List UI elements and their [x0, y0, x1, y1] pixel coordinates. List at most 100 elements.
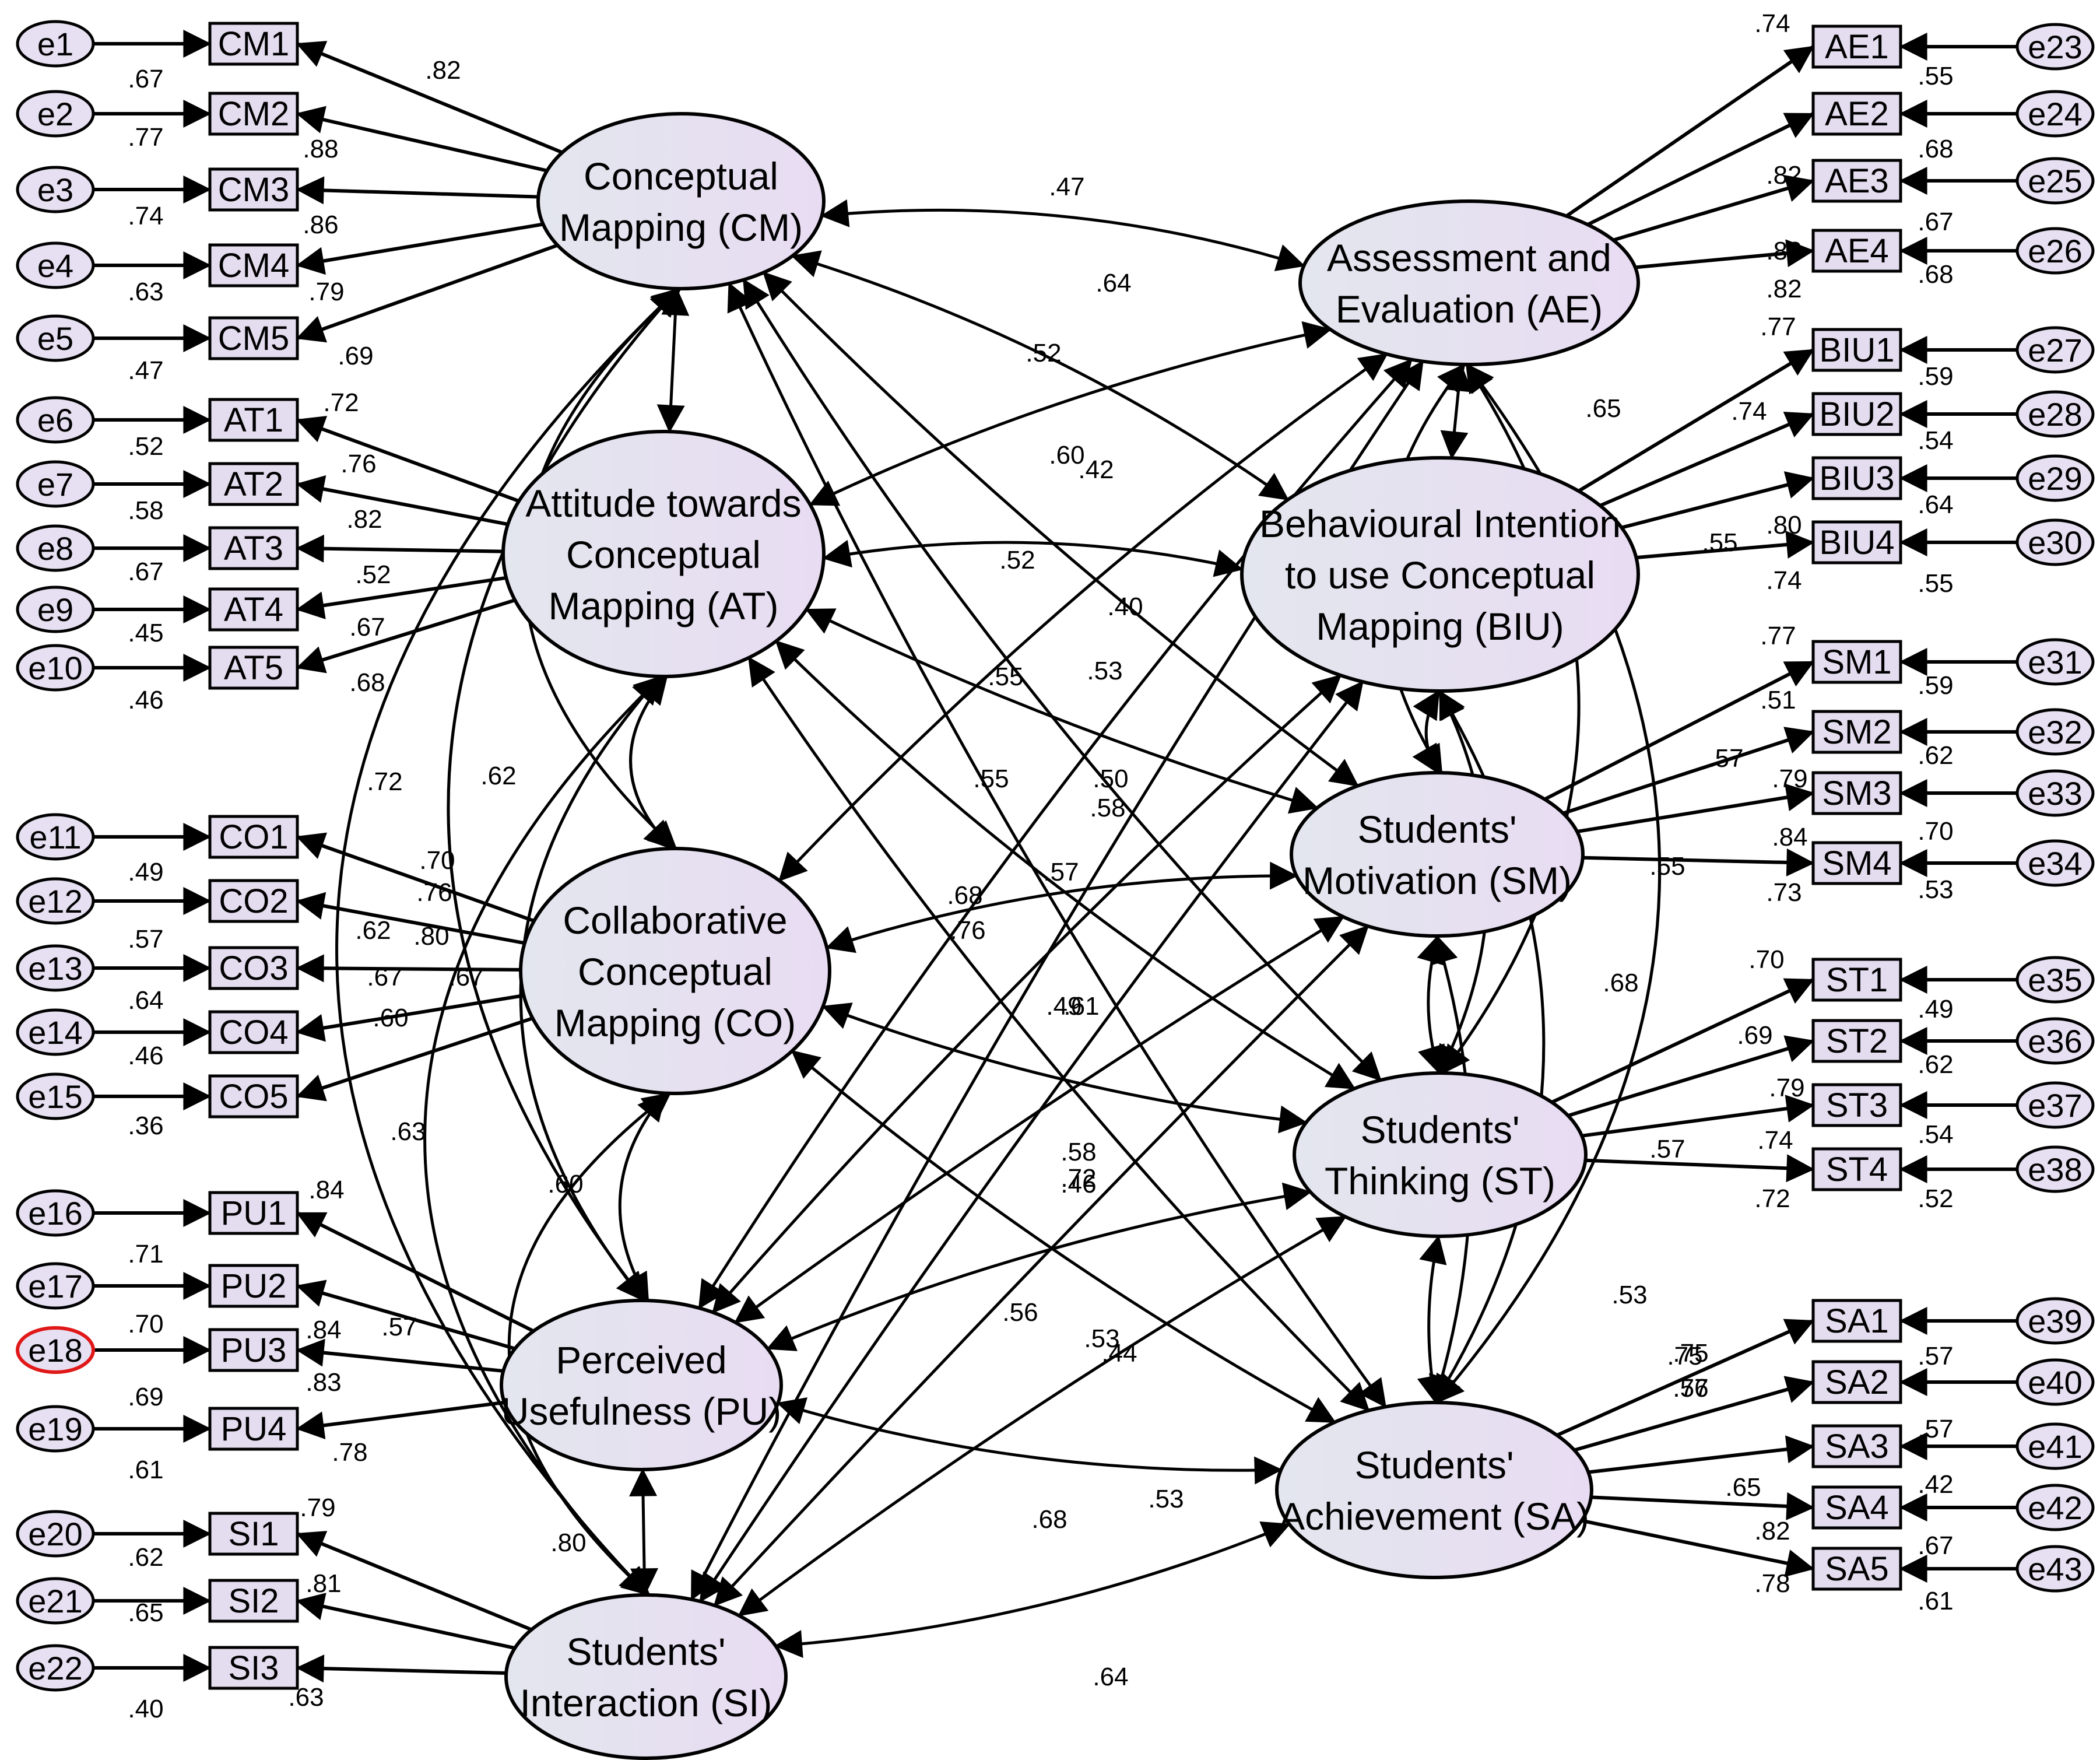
error-e41: e41 — [2015, 1422, 2095, 1470]
error-label: e39 — [2028, 1303, 2082, 1340]
error-label: e22 — [28, 1650, 82, 1687]
loading-arrows — [93, 30, 2017, 1683]
indicator-label: ST4 — [1826, 1151, 1888, 1188]
loading-co-co1 — [296, 832, 535, 923]
covariance-cm-biu — [791, 250, 1290, 501]
error-e19: e19 — [16, 1405, 95, 1453]
loading-at-at1 — [296, 416, 520, 503]
path-coefficient: .53 — [1611, 1281, 1647, 1309]
error-e40: e40 — [2015, 1358, 2095, 1406]
path-coefficient: .67 — [349, 613, 385, 641]
path-coefficient: .82 — [425, 56, 461, 85]
indicator-sm4: SM4 — [1811, 841, 1902, 885]
path-coefficient: .46 — [128, 1042, 163, 1070]
path-coefficient: .67 — [1918, 1531, 1953, 1560]
error-label: e29 — [2028, 460, 2082, 497]
indicator-label: AE2 — [1825, 95, 1889, 133]
error-e14: e14 — [16, 1008, 95, 1056]
path-coefficient: .58 — [1090, 794, 1125, 822]
covariance-cm-ae — [820, 199, 1305, 272]
latent-st: Students'Thinking (ST) — [1293, 1071, 1588, 1238]
loading-co-co3 — [296, 954, 521, 983]
error-label: e37 — [2028, 1087, 2082, 1124]
loading-biu-biu4 — [1636, 530, 1815, 560]
error-e4: e4 — [16, 241, 95, 289]
path-coefficient: .53 — [1148, 1485, 1184, 1513]
path-coefficient: .72 — [1060, 1164, 1096, 1193]
indicator-label: BIU4 — [1820, 524, 1895, 562]
covariance-cm-at — [656, 287, 690, 433]
indicator-label: PU1 — [221, 1194, 287, 1232]
indicator-pu3: PU3 — [208, 1328, 299, 1372]
loading-pu-pu1 — [296, 1211, 535, 1333]
error-label: e15 — [28, 1078, 82, 1115]
indicator-sa5: SA5 — [1811, 1547, 1902, 1591]
loading-biu-biu2 — [1599, 411, 1815, 507]
latent-label-line: Students' — [566, 1630, 725, 1673]
loading-biu-biu3 — [1621, 471, 1815, 530]
error-label: e9 — [37, 591, 73, 628]
path-coefficient: .75 — [1673, 1339, 1708, 1368]
path-coefficient: .52 — [1918, 1184, 1953, 1213]
path-coefficient: .42 — [1078, 455, 1114, 484]
path-coefficient: .82 — [1754, 1517, 1790, 1545]
path-coefficient: .68 — [1031, 1505, 1067, 1534]
loading-si-si1 — [296, 1531, 532, 1632]
indicator-co5: CO5 — [208, 1074, 299, 1119]
path-coefficient: .80 — [1766, 511, 1801, 539]
error-e28: e28 — [2015, 390, 2095, 438]
path-coefficient: .60 — [373, 1004, 408, 1032]
error-label: e2 — [37, 96, 73, 132]
loading-sm-sm1 — [1544, 660, 1815, 801]
path-coefficient: .51 — [1760, 686, 1796, 714]
latent-label-line: Mapping (BIU) — [1316, 605, 1564, 648]
covariance-at-ae — [809, 321, 1332, 506]
path-coefficient: .57 — [381, 1313, 417, 1341]
path-coefficient: .62 — [355, 916, 391, 945]
error-label: e18 — [28, 1332, 82, 1369]
error-label: e11 — [29, 819, 81, 856]
latent-label-line: Students' — [1360, 1108, 1519, 1151]
indicator-biu2: BIU2 — [1811, 392, 1902, 436]
loading-sa-sa4 — [1590, 1492, 1815, 1520]
indicator-label: AT5 — [224, 649, 283, 687]
error-label: e43 — [2028, 1551, 2082, 1587]
indicator-label: PU4 — [221, 1410, 287, 1448]
path-coefficient: .61 — [128, 1456, 163, 1484]
indicator-cm3: CM3 — [208, 167, 299, 212]
path-coefficient: .69 — [1737, 1021, 1772, 1050]
indicator-at4: AT4 — [208, 587, 299, 632]
path-coefficient: .44 — [1101, 1339, 1137, 1368]
indicator-label: BIU2 — [1820, 395, 1895, 433]
path-coefficient: .57 — [1673, 1374, 1708, 1403]
indicator-label: SA3 — [1825, 1428, 1889, 1466]
loading-si-si3 — [296, 1654, 507, 1683]
indicator-label: SA4 — [1825, 1489, 1889, 1527]
path-coefficient: .70 — [419, 846, 455, 875]
error-e7: e7 — [16, 460, 95, 508]
indicator-label: CO1 — [219, 818, 288, 856]
indicator-co4: CO4 — [208, 1010, 299, 1054]
path-coefficient: .75 — [1667, 1342, 1702, 1370]
path-coefficient: .53 — [1087, 657, 1122, 685]
path-coefficient: .82 — [1766, 161, 1801, 190]
covariance-sm-st — [1417, 934, 1445, 1075]
loading-co-co4 — [296, 994, 524, 1042]
path-coefficient: .58 — [1060, 1138, 1096, 1166]
path-coefficient: .40 — [1107, 592, 1143, 621]
error-e31: e31 — [2015, 638, 2095, 686]
indicator-label: CO3 — [219, 949, 288, 987]
indicator-pu1: PU1 — [208, 1191, 299, 1235]
indicator-label: PU3 — [221, 1331, 287, 1369]
covariance-st-sa — [1417, 1235, 1447, 1404]
error-e11: e11 — [16, 813, 95, 861]
loading-sa-sa1 — [1556, 1319, 1815, 1437]
error-label: e35 — [2028, 962, 2082, 998]
covariance-cm-st — [742, 278, 1382, 1081]
error-e9: e9 — [16, 586, 95, 633]
error-e21: e21 — [16, 1577, 95, 1625]
error-label: e3 — [37, 171, 73, 208]
path-coefficient: .84 — [305, 1316, 341, 1344]
